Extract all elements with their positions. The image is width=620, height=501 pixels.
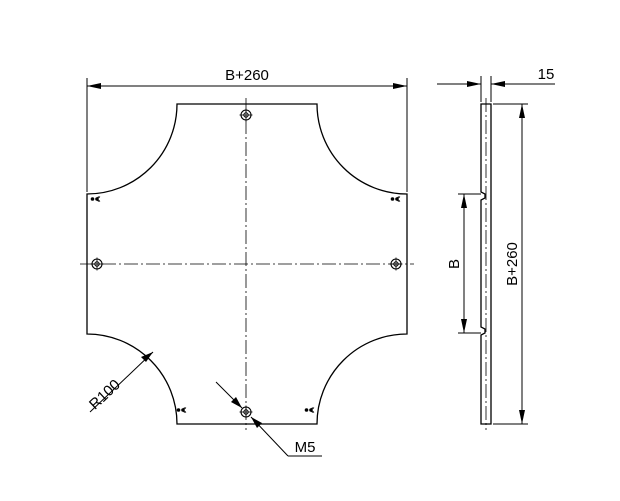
cross-plate-outline	[86, 103, 408, 425]
side-view	[480, 98, 492, 430]
notch-mark-lower-left	[176, 407, 187, 413]
cross-plate-front-view	[80, 98, 414, 430]
thickness-dimension: 15	[437, 66, 555, 102]
bolt-hole-left	[90, 257, 104, 271]
slot-label: B	[446, 259, 463, 269]
thread-label: M5	[295, 439, 316, 456]
radius-label: R100	[86, 376, 124, 413]
side-plate-outline	[480, 103, 492, 425]
top-width-label: B+260	[225, 67, 269, 84]
thickness-label: 15	[538, 66, 555, 83]
notch-mark-upper-right	[390, 196, 401, 202]
thread-callout: M5	[215, 381, 322, 457]
slot-dimension: B	[446, 193, 481, 334]
notch-mark-upper-left	[90, 196, 101, 202]
bolt-hole-right	[389, 257, 403, 271]
side-height-label: B+260	[504, 242, 521, 286]
bolt-hole-top	[239, 108, 253, 122]
notch-mark-lower-right	[304, 407, 315, 413]
radius-dimension: R100	[86, 351, 154, 413]
side-height-dimension: B+260	[493, 103, 528, 425]
top-width-dimension: B+260	[86, 67, 408, 192]
